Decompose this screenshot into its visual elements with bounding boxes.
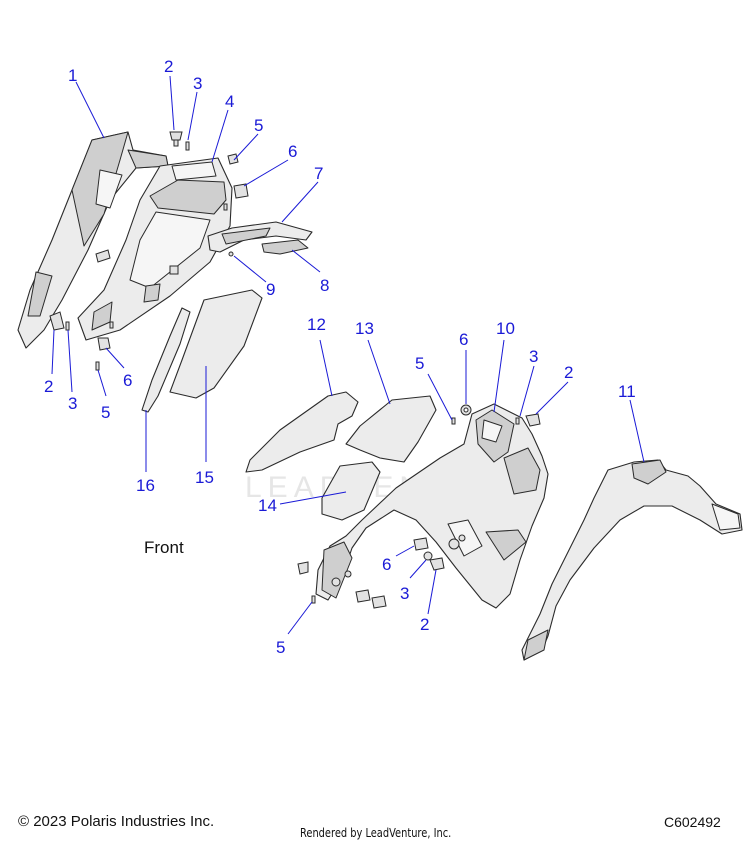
callout-9: 9 [266, 280, 275, 299]
part-16-trim-strip [141, 307, 191, 413]
callout-6d: 6 [382, 555, 391, 574]
callout-5: 5 [254, 116, 263, 135]
callout-2d: 2 [420, 615, 429, 634]
callout-16: 16 [136, 476, 155, 495]
callout-3: 3 [193, 74, 202, 93]
rendered-by-text: Rendered by LeadVenture, Inc. [300, 826, 452, 840]
part-4-inner-panel [77, 157, 233, 341]
front-orientation-label: Front [144, 538, 184, 557]
part-14-panel [321, 461, 381, 521]
copyright-text: © 2023 Polaris Industries Inc. [18, 813, 215, 830]
part-10-front-fascia [315, 403, 549, 609]
callout-3b: 3 [68, 394, 77, 413]
callout-2: 2 [164, 57, 173, 76]
callout-5c: 5 [415, 354, 424, 373]
part-8-insert [261, 239, 309, 255]
part-11-right-side-panel [521, 459, 743, 661]
part-7-bracket [207, 221, 313, 253]
callout-7: 7 [314, 164, 323, 183]
callout-13: 13 [355, 319, 374, 338]
part-1-left-side-panel [17, 131, 169, 349]
callout-6: 6 [288, 142, 297, 161]
part-13-panel [345, 395, 437, 463]
callout-10: 10 [496, 319, 515, 338]
part-12-panel [245, 391, 359, 473]
hardware-fasteners [49, 131, 541, 609]
part-15-trim-panel [169, 289, 263, 399]
diagram-code: C602492 [664, 814, 721, 830]
callout-5b: 5 [101, 403, 110, 422]
callout-11: 11 [618, 382, 636, 401]
callout-3c: 3 [529, 347, 538, 366]
callout-12: 12 [307, 315, 326, 334]
callouts: 1 2 3 4 5 6 7 8 9 2 3 5 6 16 15 12 13 [44, 57, 645, 657]
callout-2b: 2 [44, 377, 53, 396]
callout-8: 8 [320, 276, 329, 295]
callout-6b: 6 [123, 371, 132, 390]
callout-14: 14 [258, 496, 277, 515]
callout-4: 4 [225, 92, 234, 111]
callout-1: 1 [68, 66, 77, 85]
callout-15: 15 [195, 468, 214, 487]
callout-5d: 5 [276, 638, 285, 657]
callout-6c: 6 [459, 330, 468, 349]
callout-2c: 2 [564, 363, 573, 382]
callout-3d: 3 [400, 584, 409, 603]
